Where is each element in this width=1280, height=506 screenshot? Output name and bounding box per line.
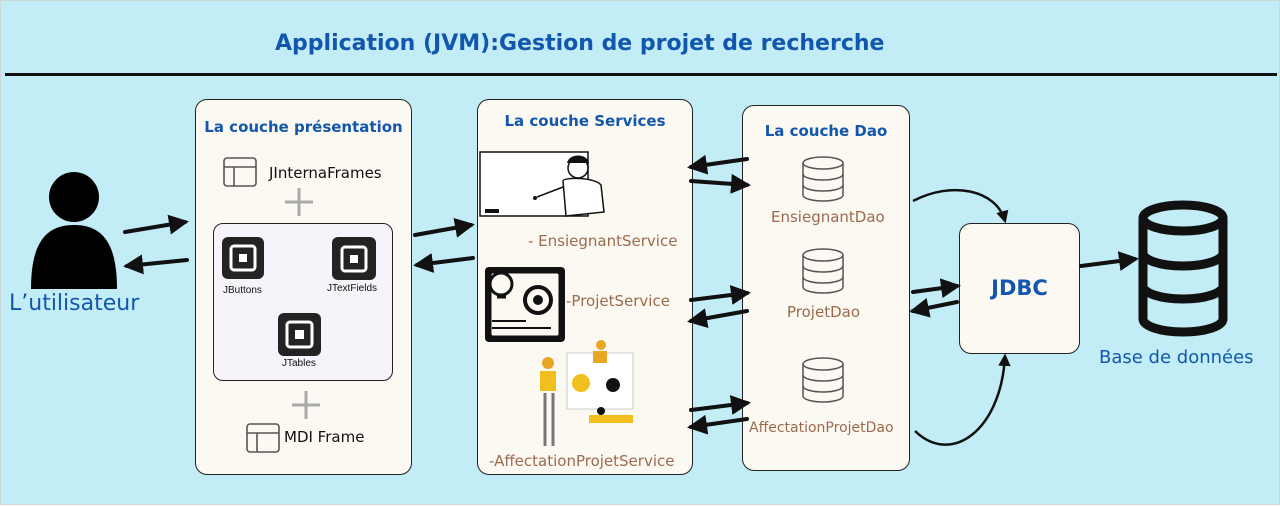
arrow (413, 253, 475, 273)
project-gear-illustration (485, 267, 565, 342)
arrow (689, 173, 751, 194)
jtables-label: JTables (282, 358, 316, 369)
arrow (687, 308, 749, 329)
user-label: L’utilisateur (9, 291, 140, 316)
dao-layer-box: La couche Dao (742, 105, 910, 471)
database-label: Base de données (1099, 347, 1254, 368)
jbuttons-icon (222, 237, 264, 279)
arrow (914, 353, 1011, 446)
arrow (687, 414, 749, 435)
jtextfields-label: JTextFields (327, 283, 378, 294)
ensiegnant-service-label: - EnsiegnantService (528, 232, 678, 250)
presentation-layer-title: La couche présentation (204, 118, 403, 136)
mdi-frame-label: MDI Frame (284, 428, 365, 446)
services-layer-title: La couche Services (504, 112, 666, 130)
teacher-illustration (479, 151, 605, 217)
arrow (1079, 251, 1139, 271)
affectation-service-label: -AffectationProjetService (489, 452, 675, 470)
database-icon (802, 156, 844, 202)
database-icon (1138, 200, 1228, 337)
arrow (123, 254, 189, 275)
dao-layer-title: La couche Dao (764, 122, 888, 140)
team-collaboration-illustration (540, 340, 634, 446)
database-icon (802, 248, 844, 294)
jtextfields-icon (332, 237, 376, 280)
arrow (123, 214, 189, 235)
arrow (689, 285, 751, 305)
plus-icon (285, 188, 313, 216)
arrow (909, 297, 959, 318)
arrow (687, 154, 749, 175)
plus-icon (292, 391, 320, 419)
arrow (689, 395, 751, 415)
window-icon (223, 157, 257, 187)
arrow (911, 278, 961, 299)
ensiegnant-dao-label: EnsiegnantDao (771, 208, 885, 226)
jtables-icon (278, 313, 321, 356)
jdbc-label: JDBC (991, 276, 1048, 300)
diagram-title: Application (JVM):Gestion de projet de r… (275, 31, 885, 56)
jbuttons-label: JButtons (223, 285, 262, 296)
projet-dao-label: ProjetDao (787, 303, 860, 321)
title-divider (5, 73, 1277, 76)
window-icon (246, 423, 280, 453)
arrow (912, 188, 1009, 224)
internal-frames-label: JInternaFrames (269, 164, 382, 182)
arrow (413, 217, 475, 238)
database-icon (802, 357, 844, 403)
projet-service-label: -ProjetService (566, 292, 670, 310)
affectation-dao-label: AffectationProjetDao (749, 420, 894, 436)
